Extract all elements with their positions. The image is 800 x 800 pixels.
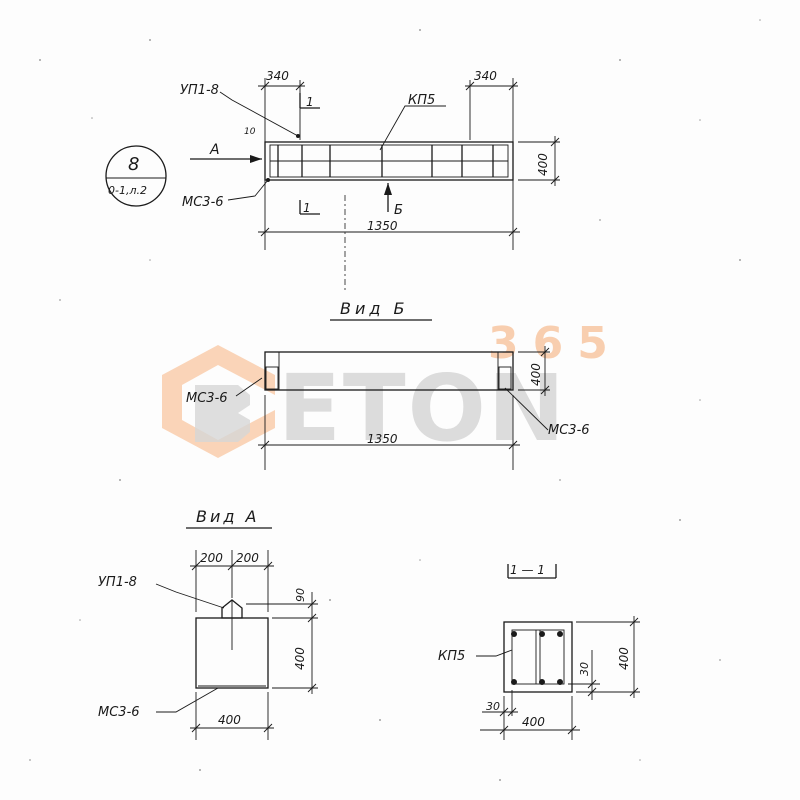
dim-30-bottom: 30 bbox=[486, 700, 500, 713]
arrow-b-label: Б bbox=[394, 203, 403, 218]
dim-200-right: 200 bbox=[236, 551, 259, 565]
dim-400-main: 400 bbox=[536, 153, 550, 176]
dim-400-view-a-bottom: 400 bbox=[218, 713, 241, 727]
upi-label-view-a: УП1-8 bbox=[98, 575, 137, 590]
mcz-label-right-b: МС3-6 bbox=[548, 423, 590, 438]
mcz-label-top: МС3-6 bbox=[182, 195, 224, 210]
dim-30-right: 30 bbox=[578, 662, 591, 676]
dim-400-section-side: 400 bbox=[617, 647, 631, 670]
dim-400-view-a-side: 400 bbox=[293, 647, 307, 670]
view-b bbox=[235, 319, 550, 470]
watermark-brand: ETON bbox=[278, 355, 567, 462]
rebar-dots bbox=[511, 631, 563, 685]
section-mark-1-top: 1 bbox=[306, 95, 314, 109]
section-1-1 bbox=[476, 564, 640, 740]
reference-circle-number: 8 bbox=[128, 154, 139, 175]
dim-200-left: 200 bbox=[200, 551, 223, 565]
view-a bbox=[155, 527, 318, 740]
scan-noise bbox=[29, 19, 761, 781]
arrow-a-label: А bbox=[209, 142, 220, 158]
dim-340-right: 340 bbox=[474, 69, 497, 83]
watermark-number: 365 bbox=[488, 318, 622, 369]
dim-10: 10 bbox=[244, 127, 256, 137]
dim-1350-main: 1350 bbox=[367, 219, 398, 233]
reference-circle-sheet: 0-1,л.2 bbox=[108, 184, 147, 197]
kp-label-top: КП5 bbox=[408, 93, 435, 108]
watermark-b-shape bbox=[195, 385, 250, 442]
dim-400-section-bottom: 400 bbox=[522, 715, 545, 729]
section-title: 1 — 1 bbox=[510, 563, 545, 577]
mcz-label-view-a: МС3-6 bbox=[98, 705, 140, 720]
view-a-title: Вид А bbox=[196, 507, 259, 526]
top-elevation-view bbox=[105, 78, 560, 290]
watermark-logo: ETON 365 bbox=[162, 318, 622, 462]
upi-label-top: УП1-8 bbox=[180, 83, 219, 98]
section-mark-1-bottom: 1 bbox=[303, 201, 311, 215]
dim-90: 90 bbox=[294, 588, 307, 602]
mcz-label-left-b: МС3-6 bbox=[186, 391, 228, 406]
view-b-title: Вид Б bbox=[340, 299, 409, 318]
dim-1350-b: 1350 bbox=[367, 432, 398, 446]
dim-340-left: 340 bbox=[266, 69, 289, 83]
stirrups bbox=[277, 145, 494, 177]
dim-400-b: 400 bbox=[529, 363, 543, 386]
kp-label-section: КП5 bbox=[438, 649, 465, 664]
